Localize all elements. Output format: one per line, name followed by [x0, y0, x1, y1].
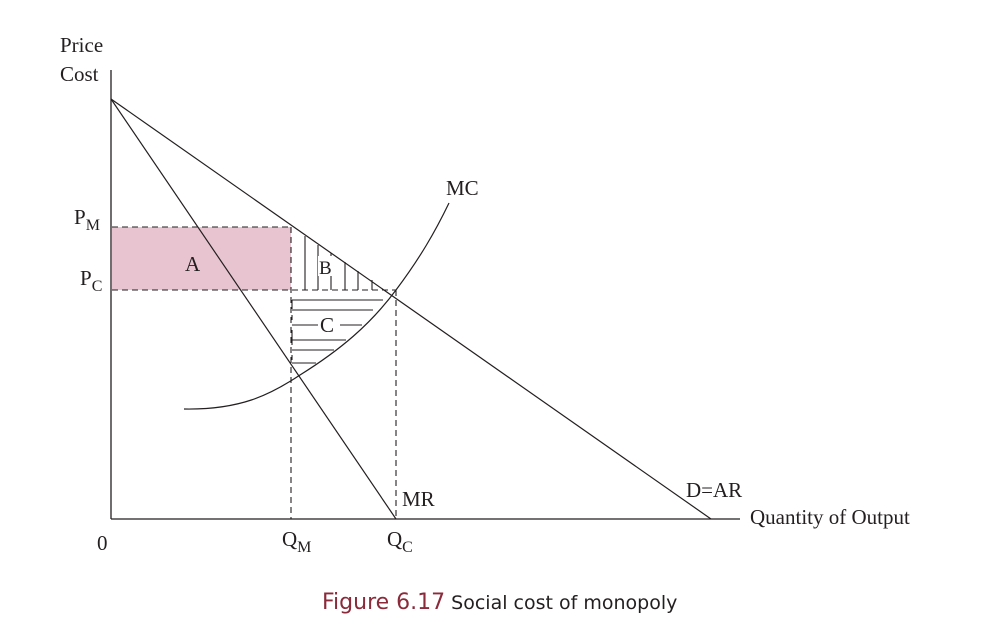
qm-label: QM [282, 527, 311, 556]
area-c-label: C [320, 313, 334, 337]
pm-label: PM [74, 205, 100, 234]
figure-title: Social cost of monopoly [451, 592, 677, 614]
marginal-cost-curve [183, 202, 450, 410]
figure-caption: Figure 6.17 Social cost of monopoly [322, 590, 677, 615]
x-axis-label: Quantity of Output [750, 505, 910, 529]
y-axis-label-cost: Cost [60, 62, 99, 86]
demand-curve [110, 98, 712, 520]
area-b-label: B [319, 258, 332, 279]
area-a-label: A [185, 252, 201, 276]
y-axis-label-price: Price [60, 33, 103, 57]
origin-label: 0 [97, 531, 108, 555]
dashed-guides [112, 226, 397, 519]
pc-label: PC [80, 266, 102, 295]
marginal-revenue-curve [110, 98, 397, 520]
qc-label: QC [387, 527, 413, 556]
mc-label: MC [446, 176, 479, 200]
area-a-fill [112, 227, 291, 290]
demand-label: D=AR [686, 478, 742, 502]
mr-label: MR [402, 487, 435, 511]
area-c-hatching [291, 299, 383, 364]
area-b-hatching [304, 236, 373, 290]
figure-number: Figure 6.17 [322, 590, 445, 615]
